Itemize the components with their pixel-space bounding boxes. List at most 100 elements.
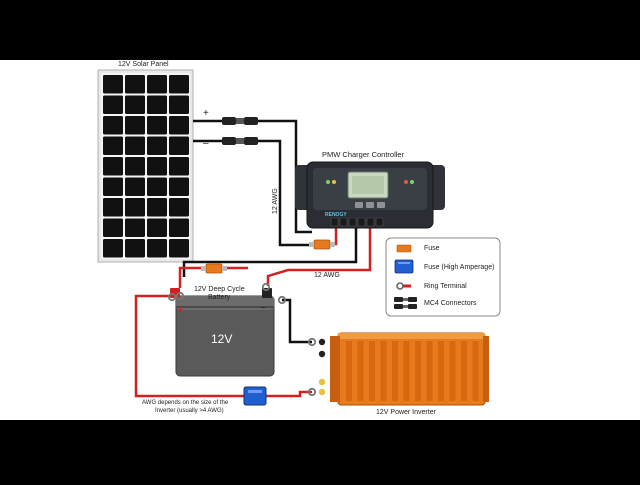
solar-cell — [103, 218, 123, 237]
mc4-connector-icon — [394, 297, 417, 309]
panel-negative-sign: – — [203, 138, 209, 149]
ring-terminal — [175, 291, 185, 301]
solar-cell — [125, 75, 145, 94]
solar-cell — [169, 198, 189, 217]
battery-title-line1: 12V Deep Cycle — [194, 286, 245, 293]
inverter-fin — [415, 341, 421, 401]
inverter-fin — [461, 341, 467, 401]
power-inverter — [318, 332, 489, 406]
bottom-letterbox — [0, 420, 640, 480]
solar-cell — [103, 198, 123, 217]
panel-negative-wire — [193, 139, 318, 247]
solar-cell — [147, 75, 167, 94]
inverter-fin — [403, 341, 410, 401]
panel-positive-sign: + — [203, 108, 209, 119]
solar-cell — [125, 218, 145, 237]
inverter-fin — [346, 341, 352, 401]
inverter-title: 12V Power Inverter — [376, 409, 436, 416]
solar-cell — [147, 177, 167, 196]
controller-terminals — [330, 217, 384, 227]
controller-battery-positive-wire — [266, 228, 372, 286]
battery-inverter-positive-wire — [134, 294, 244, 398]
controller-terminal — [366, 217, 375, 227]
solar-cell — [103, 75, 123, 94]
solar-cell — [169, 239, 189, 258]
solar-cell — [125, 157, 145, 176]
controller-terminal — [357, 217, 366, 227]
ring-terminal — [167, 292, 177, 302]
controller-terminal — [330, 217, 339, 227]
ring-terminal — [307, 337, 317, 347]
inverter-fin — [357, 341, 364, 401]
ring-terminals — [167, 282, 317, 397]
inverter-fin — [426, 341, 433, 401]
solar-cell — [169, 218, 189, 237]
solar-cell — [125, 116, 145, 135]
awg-note-line1: AWG depends on the size of the — [142, 400, 229, 406]
legend-label-high-amperage-fuse: Fuse (High Amperage) — [424, 264, 495, 271]
solar-cell — [169, 177, 189, 196]
solar-cell — [103, 177, 123, 196]
charge-controller — [295, 161, 445, 229]
solar-cell — [147, 218, 167, 237]
solar-cell — [169, 157, 189, 176]
solar-cell — [103, 95, 123, 114]
solar-cell — [125, 239, 145, 258]
ring-terminal — [261, 282, 271, 292]
solar-cell — [169, 116, 189, 135]
high-amperage-fuse — [243, 386, 267, 406]
controller-terminal — [375, 217, 384, 227]
battery-voltage-label: 12V — [211, 332, 233, 346]
legend — [385, 237, 501, 317]
solar-cell — [169, 75, 189, 94]
controller-terminal — [348, 217, 357, 227]
controller-battery-negative-wire — [182, 228, 358, 277]
inverter-fin — [369, 341, 375, 401]
controller-lcd — [347, 171, 389, 199]
inverter-fin — [472, 341, 479, 401]
inverter-cooling-fins — [346, 341, 479, 401]
inverter-fin — [392, 341, 398, 401]
solar-cell — [147, 239, 167, 258]
solar-cell — [125, 198, 145, 217]
battery-positive-sign: + — [178, 305, 183, 314]
ring-terminal — [277, 295, 287, 305]
solar-panel-title: 12V Solar Panel — [118, 61, 169, 68]
solar-cell — [125, 136, 145, 155]
legend-label-mc4-connectors: MC4 Connectors — [424, 300, 477, 307]
inverter-fin — [380, 341, 387, 401]
legend-label-ring-terminal: Ring Terminal — [424, 283, 467, 290]
solar-cell — [103, 136, 123, 155]
high-amperage-fuse-icon — [394, 259, 414, 274]
solar-cell — [125, 177, 145, 196]
controller-buttons — [355, 202, 385, 208]
battery-line-fuse — [201, 263, 227, 274]
inverter-terminals — [318, 338, 326, 396]
inverter-fin — [438, 341, 444, 401]
solar-cell — [103, 157, 123, 176]
top-letterbox — [0, 0, 640, 60]
awg-note-line2: Inverter (usually >4 AWG) — [155, 408, 224, 414]
solar-cell — [147, 95, 167, 114]
wire-gauge-vertical: 12 AWG — [272, 188, 279, 214]
solar-cell — [147, 136, 167, 155]
mc4-connector-negative — [222, 137, 258, 145]
inverter-fin — [449, 341, 456, 401]
battery-negative-sign: – — [261, 303, 266, 312]
legend-label-fuse: Fuse — [424, 245, 440, 252]
controller-status-leds — [326, 180, 414, 184]
solar-cell — [147, 116, 167, 135]
solar-cell — [147, 157, 167, 176]
solar-cell — [103, 239, 123, 258]
controller-brand-logo: RENOGY — [325, 212, 347, 218]
solar-cell — [169, 95, 189, 114]
battery-inverter-positive-wire-2 — [266, 390, 312, 398]
solar-cell — [125, 95, 145, 114]
solar-cell — [169, 136, 189, 155]
fuse-icon — [396, 244, 412, 253]
solar-cell — [147, 198, 167, 217]
wire-gauge-horizontal: 12 AWG — [314, 272, 340, 279]
mc4-connector-positive — [222, 117, 258, 125]
